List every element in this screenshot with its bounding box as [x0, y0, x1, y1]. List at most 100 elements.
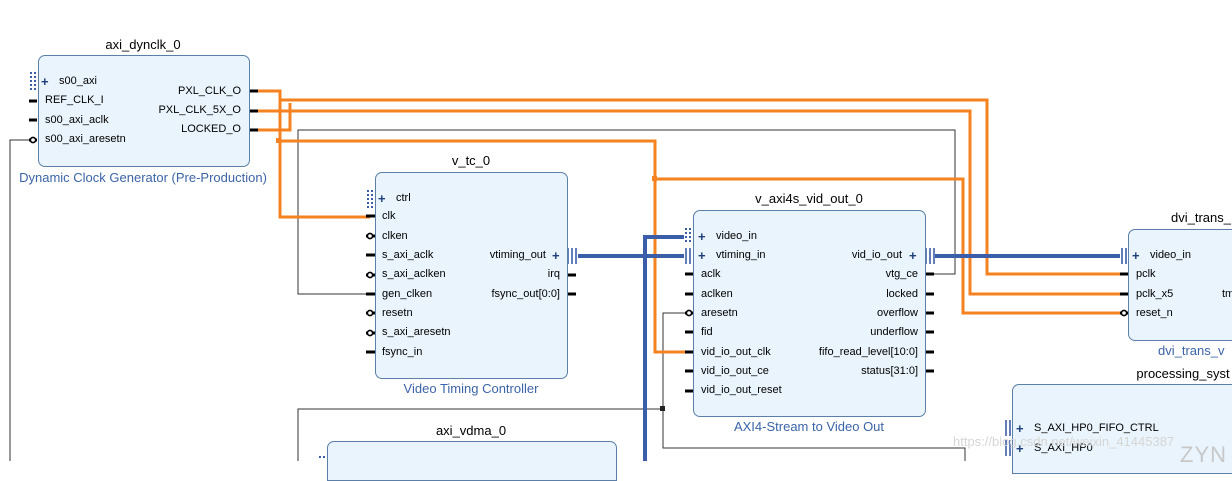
port-s-axi-aresetn[interactable]: s_axi_aresetn	[382, 326, 451, 338]
port-s-axi-aclk[interactable]: s_axi_aclk	[382, 249, 434, 261]
expand-plus-icon[interactable]: +	[552, 248, 560, 263]
net-gen-clken	[297, 129, 956, 295]
block-title-v-axi4s-vid-out: v_axi4s_vid_out_0	[755, 191, 863, 206]
port-vid-io-out-clk[interactable]: vid_io_out_clk	[701, 346, 771, 358]
block-v-tc[interactable]	[375, 172, 568, 379]
port-aclken[interactable]: aclken	[701, 288, 733, 300]
clk-net-pxl-clk-to-dvi	[280, 98, 1122, 276]
net-axi-vdma-reset	[297, 408, 663, 461]
port-reset-n[interactable]: reset_n	[1136, 307, 1173, 319]
clk-net-locked-reset	[278, 139, 686, 354]
expand-plus-icon[interactable]: +	[1132, 248, 1140, 263]
port-s00-axi[interactable]: s00_axi	[59, 75, 97, 87]
clk-junction	[276, 138, 281, 143]
port-fsync-in[interactable]: fsync_in	[382, 346, 423, 358]
block-v-axi4s-vid-out[interactable]	[693, 210, 926, 417]
active-low-bubble	[29, 136, 37, 144]
port-locked[interactable]: locked	[886, 288, 918, 300]
port-resetn[interactable]: resetn	[382, 307, 413, 319]
port-vid-io-out-ce[interactable]: vid_io_out_ce	[701, 365, 769, 377]
port-vtiming-out[interactable]: vtiming_out	[489, 249, 546, 261]
clk-net-locked-dvi	[655, 177, 1122, 315]
port-gen-clken[interactable]: gen_clken	[382, 288, 433, 300]
expand-plus-icon[interactable]: +	[41, 74, 49, 89]
port-vtg-ce[interactable]: vtg_ce	[885, 268, 918, 280]
block-title-axi-dynclk: axi_dynclk_0	[105, 37, 181, 52]
port-vtiming-in[interactable]: vtiming_in	[716, 249, 766, 261]
dotted-interface-marker	[30, 72, 36, 90]
port-aclk[interactable]: aclk	[701, 268, 721, 280]
bus-interface-bars	[567, 248, 577, 264]
port-s00-axi-aclk[interactable]: s00_axi_aclk	[45, 114, 109, 126]
bus-interface-bars	[685, 248, 691, 264]
bus-video-in	[643, 235, 684, 461]
port-dvi-video-in[interactable]: video_in	[1150, 249, 1191, 261]
dotted-interface-marker	[319, 456, 325, 458]
expand-plus-icon[interactable]: +	[909, 248, 917, 263]
port-pxl-clk-o[interactable]: PXL_CLK_O	[178, 85, 241, 97]
clk-net-locked	[250, 103, 292, 132]
port-ctrl[interactable]: ctrl	[396, 192, 411, 204]
block-axi-dynclk[interactable]	[38, 55, 250, 167]
port-irq[interactable]: irq	[547, 268, 560, 280]
bus-interface-bars	[1005, 440, 1011, 456]
port-s-axi-aclken[interactable]: s_axi_aclken	[382, 268, 446, 280]
expand-plus-icon[interactable]: +	[378, 191, 386, 206]
port-clken[interactable]: clken	[382, 230, 408, 242]
port-status[interactable]: status[31:0]	[861, 365, 918, 377]
net-aresetn-feed2	[662, 312, 686, 409]
block-title-axi-vdma: axi_vdma_0	[435, 423, 507, 438]
active-low-bubble	[366, 271, 374, 279]
port-aresetn[interactable]: aresetn	[701, 307, 738, 319]
port-fid[interactable]: fid	[701, 326, 713, 338]
port-pclk-x5[interactable]: pclk_x5	[1136, 288, 1174, 300]
port-video-in[interactable]: video_in	[716, 230, 757, 242]
block-axi-vdma[interactable]	[327, 441, 617, 481]
block-subtitle-v-axi4s-vid-out: AXI4-Stream to Video Out	[733, 419, 885, 434]
net-aresetn-feed	[9, 139, 33, 461]
port-s-axi-hp0-fifo-ctrl[interactable]: S_AXI_HP0_FIFO_CTRL	[1034, 422, 1159, 434]
watermark: https://blog.csdn.net/weixin_41445387	[953, 434, 1175, 449]
port-fifo-read-level[interactable]: fifo_read_level[10:0]	[818, 346, 918, 358]
net-junction	[660, 406, 665, 411]
clk-net-pxl-clk-5x	[250, 109, 1122, 296]
expand-plus-icon[interactable]: +	[698, 248, 706, 263]
expand-plus-icon[interactable]: +	[1016, 421, 1024, 436]
net-vidout-lower	[662, 409, 966, 461]
port-tmds[interactable]: tm	[1222, 288, 1232, 300]
port-clk[interactable]: clk	[382, 210, 396, 222]
bus-interface-bars	[1005, 420, 1011, 436]
port-pxl-clk-5x-o[interactable]: PXL_CLK_5X_O	[158, 104, 241, 116]
wire-canvas	[9, 72, 1128, 461]
block-title-v-tc: v_tc_0	[451, 153, 491, 168]
block-subtitle-dvi-trans: dvi_trans_v	[1158, 343, 1225, 358]
block-subtitle-v-tc: Video Timing Controller	[403, 381, 539, 396]
port-pclk[interactable]: pclk	[1136, 268, 1156, 280]
active-low-bubble	[685, 309, 693, 317]
port-vid-io-out-reset[interactable]: vid_io_out_reset	[701, 384, 782, 396]
active-low-bubble	[366, 232, 374, 240]
block-title-processing-system: processing_syst	[1136, 366, 1230, 381]
active-low-bubble	[1120, 309, 1128, 317]
port-s-axi-hp0[interactable]: S_AXI_HP0	[1034, 442, 1093, 454]
port-s00-axi-aresetn[interactable]: s00_axi_aresetn	[45, 133, 126, 145]
expand-plus-icon[interactable]: +	[1016, 441, 1024, 456]
port-locked-o[interactable]: LOCKED_O	[181, 123, 241, 135]
block-subtitle-axi-dynclk: Dynamic Clock Generator (Pre-Production)	[19, 170, 267, 185]
port-overflow[interactable]: overflow	[877, 307, 918, 319]
port-underflow[interactable]: underflow	[870, 326, 918, 338]
port-ref-clk-i[interactable]: REF_CLK_I	[45, 94, 104, 106]
block-title-dvi-trans: dvi_trans_	[1171, 210, 1231, 225]
block-dvi-trans[interactable]	[1128, 229, 1232, 341]
clk-junction	[652, 176, 657, 181]
active-low-bubble	[366, 309, 374, 317]
port-vid-io-out[interactable]: vid_io_out	[851, 249, 902, 261]
dotted-interface-marker	[367, 190, 373, 208]
port-fsync-out[interactable]: fsync_out[0:0]	[491, 288, 561, 300]
expand-plus-icon[interactable]: +	[698, 229, 706, 244]
bus-interface-bars	[925, 248, 935, 264]
bus-interface-bars	[1121, 248, 1127, 264]
dotted-interface-marker	[685, 228, 691, 242]
clk-net-pxl-clk	[250, 89, 370, 219]
active-low-bubble	[366, 329, 374, 337]
